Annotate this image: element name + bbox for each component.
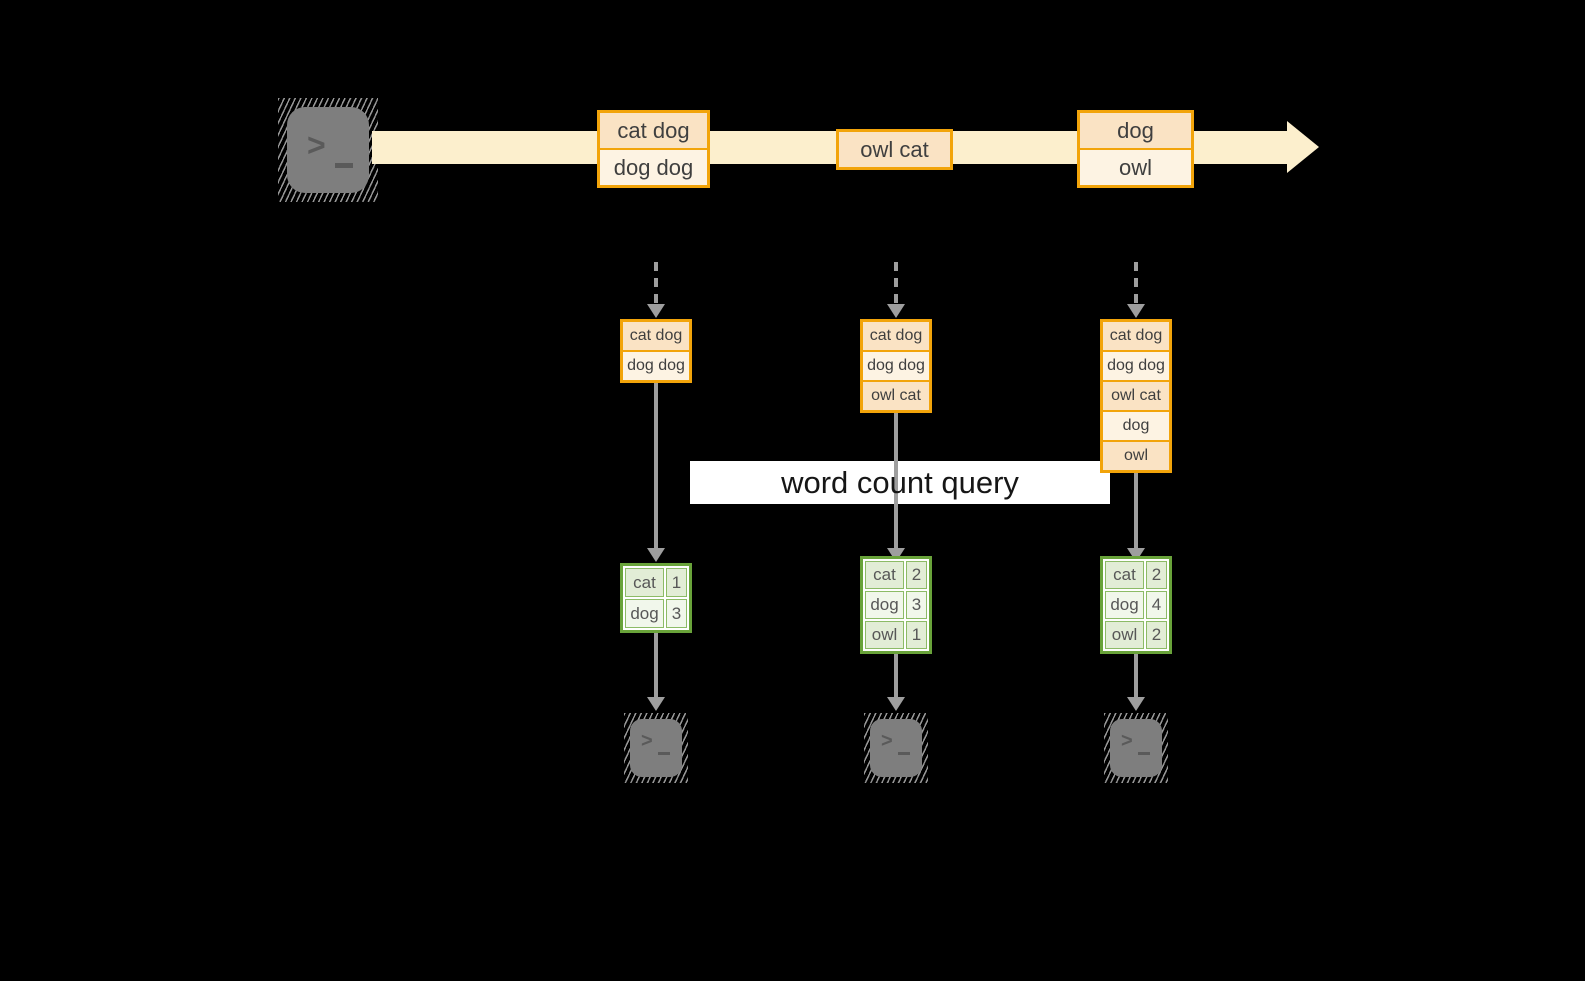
terminal-prompt-icon: >: [1121, 730, 1133, 752]
batch-drop-arrow-line: [654, 262, 658, 304]
count-cell: 1: [906, 621, 927, 649]
sink-arrow-line: [894, 654, 898, 698]
terminal-cursor-icon: [658, 752, 670, 755]
query-label: word count query: [781, 465, 1019, 500]
terminal-prompt-icon: >: [641, 730, 653, 752]
table-row: cat 1: [625, 568, 687, 597]
buffer-item: owl: [1103, 442, 1169, 470]
query-arrowhead-icon: [647, 548, 665, 562]
input-buffer-1: cat dog dog dog: [620, 319, 692, 383]
buffer-item: cat dog: [863, 322, 929, 350]
count-cell: 3: [906, 591, 927, 619]
count-cell: 2: [1146, 561, 1167, 589]
word-cell: owl: [865, 621, 904, 649]
sink-arrowhead-icon: [647, 697, 665, 711]
word-cell: dog: [625, 599, 664, 628]
count-table-3: cat 2 dog 4 owl 2: [1100, 556, 1172, 654]
count-cell: 3: [666, 599, 687, 628]
input-buffer-2: cat dog dog dog owl cat: [860, 319, 932, 413]
query-arrow-line: [1134, 473, 1138, 549]
word-cell: cat: [865, 561, 904, 589]
stream-arrowhead-icon: [1287, 121, 1319, 173]
buffer-item: cat dog: [1103, 322, 1169, 350]
batch-drop-arrowhead-icon: [1127, 304, 1145, 318]
terminal-prompt-icon: >: [881, 730, 893, 752]
terminal-cursor-icon: [898, 752, 910, 755]
table-row: cat 2: [865, 561, 927, 589]
word-cell: owl: [1105, 621, 1144, 649]
query-label-background: [690, 461, 1110, 504]
terminal-body: >: [1110, 719, 1162, 777]
stream-batch-2: owl cat: [836, 129, 953, 170]
table-row: dog 3: [625, 599, 687, 628]
query-arrow-line: [894, 413, 898, 549]
terminal-prompt-icon: >: [307, 127, 326, 163]
batch-drop-arrow-line: [894, 262, 898, 304]
buffer-item: dog dog: [623, 352, 689, 380]
table-row: owl 1: [865, 621, 927, 649]
stream-item: cat dog: [600, 113, 707, 148]
count-cell: 4: [1146, 591, 1167, 619]
count-cell: 2: [906, 561, 927, 589]
table-row: cat 2: [1105, 561, 1167, 589]
word-cell: cat: [625, 568, 664, 597]
count-cell: 1: [666, 568, 687, 597]
sink-terminal-icon-1: >: [624, 713, 688, 783]
count-table-1: cat 1 dog 3: [620, 563, 692, 633]
sink-arrow-line: [654, 633, 658, 698]
query-arrow-line: [654, 383, 658, 549]
stream-batch-1: cat dog dog dog: [597, 110, 710, 188]
table-row: owl 2: [1105, 621, 1167, 649]
table-row: dog 4: [1105, 591, 1167, 619]
stream-item: dog: [1080, 113, 1191, 148]
count-table-2: cat 2 dog 3 owl 1: [860, 556, 932, 654]
terminal-body: >: [870, 719, 922, 777]
batch-drop-arrowhead-icon: [647, 304, 665, 318]
buffer-item: dog dog: [863, 352, 929, 380]
sink-arrowhead-icon: [887, 697, 905, 711]
batch-drop-arrow-line: [1134, 262, 1138, 304]
buffer-item: cat dog: [623, 322, 689, 350]
buffer-item: owl cat: [1103, 382, 1169, 410]
terminal-cursor-icon: [1138, 752, 1150, 755]
terminal-body: >: [630, 719, 682, 777]
buffer-item: dog dog: [1103, 352, 1169, 380]
sink-arrowhead-icon: [1127, 697, 1145, 711]
batch-drop-arrowhead-icon: [887, 304, 905, 318]
word-cell: dog: [865, 591, 904, 619]
count-cell: 2: [1146, 621, 1167, 649]
source-terminal-icon: >: [278, 98, 378, 202]
terminal-body: >: [287, 107, 369, 193]
buffer-item: owl cat: [863, 382, 929, 410]
stream-batch-3: dog owl: [1077, 110, 1194, 188]
stream-item: dog dog: [600, 150, 707, 185]
stream-item: owl cat: [839, 132, 950, 167]
buffer-item: dog: [1103, 412, 1169, 440]
terminal-cursor-icon: [335, 163, 353, 168]
stream-item: owl: [1080, 150, 1191, 185]
sink-terminal-icon-3: >: [1104, 713, 1168, 783]
word-cell: cat: [1105, 561, 1144, 589]
word-cell: dog: [1105, 591, 1144, 619]
input-buffer-3: cat dog dog dog owl cat dog owl: [1100, 319, 1172, 473]
table-row: dog 3: [865, 591, 927, 619]
sink-arrow-line: [1134, 654, 1138, 698]
sink-terminal-icon-2: >: [864, 713, 928, 783]
